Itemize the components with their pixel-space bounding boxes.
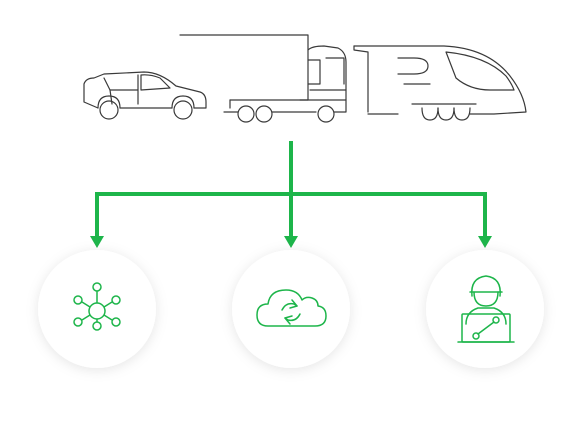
cloud-sync-icon — [256, 289, 327, 327]
target-node-cloud — [232, 250, 350, 368]
technician-laptop-icon — [457, 275, 515, 343]
target-node-hub — [38, 250, 156, 368]
arrowhead-middle — [284, 236, 298, 248]
vehicles-group — [83, 34, 527, 123]
arrowheads — [90, 236, 492, 248]
car-icon — [83, 71, 207, 120]
truck-icon — [179, 34, 347, 123]
arrowhead-left — [90, 236, 104, 248]
arrowhead-right — [478, 236, 492, 248]
connector-lines — [95, 141, 487, 238]
target-node-technician — [426, 250, 544, 368]
train-icon — [353, 45, 527, 121]
network-hub-icon — [73, 282, 121, 331]
